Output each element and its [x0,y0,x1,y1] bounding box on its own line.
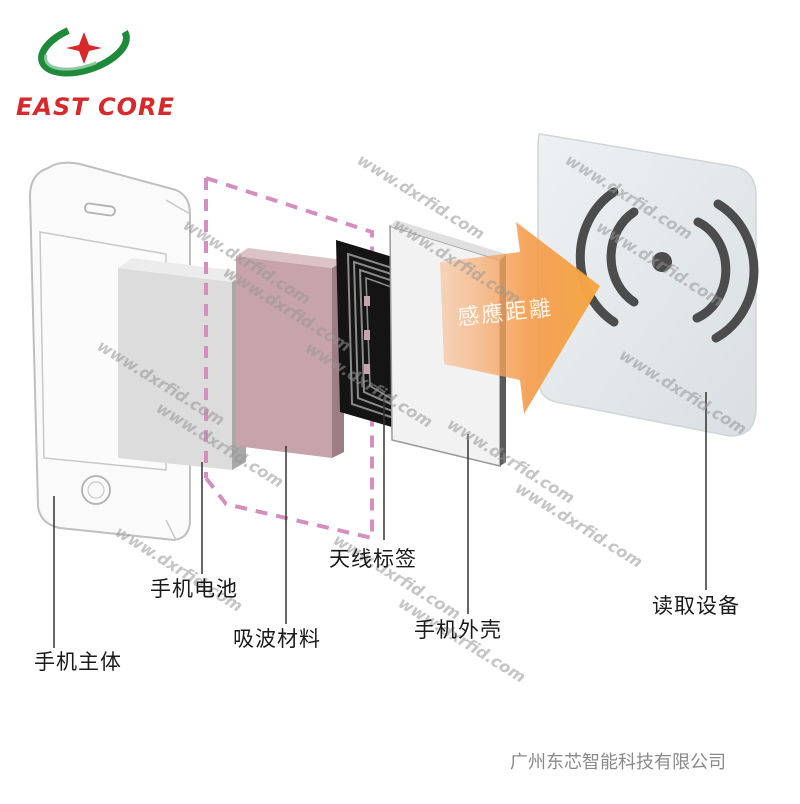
brand-logo [38,19,130,77]
dashed-frame [204,176,374,541]
company-name: 广州东芯智能科技有限公司 [510,752,726,773]
label-antenna-tag: 天线标签 [329,547,417,571]
label-phone-body: 手机主体 [34,650,122,674]
absorber-block [236,248,344,458]
label-battery: 手机电池 [150,577,238,601]
wireless-signal-icon [575,187,759,343]
reader-device [537,133,759,437]
label-absorber: 吸波材料 [233,627,321,651]
leader-lines [53,392,707,648]
brand-name: EAST CORE [16,93,175,121]
label-reader: 读取设备 [652,594,740,618]
battery-block [118,258,246,470]
sensing-distance-arrow [440,222,600,414]
label-phone-shell: 手机外壳 [414,618,502,642]
